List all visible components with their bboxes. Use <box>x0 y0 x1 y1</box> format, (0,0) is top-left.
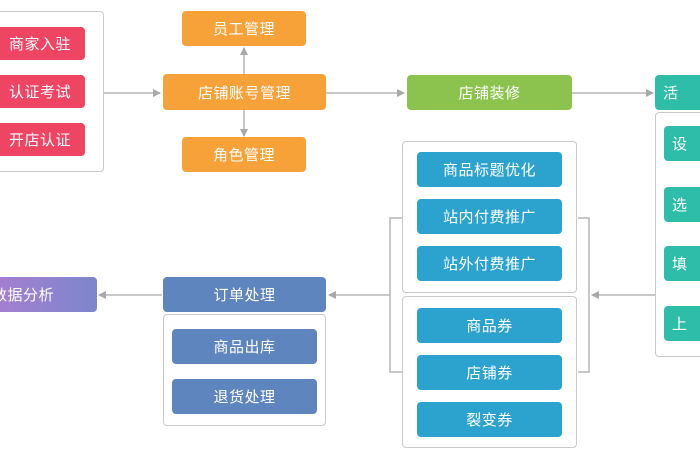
order-processing-label: 订单处理 <box>213 286 276 304</box>
activity-item-2-label: 选 <box>672 196 688 214</box>
promotion-item-offsite-ads: 站外付费推广 <box>417 246 562 281</box>
staff-management-node: 员工管理 <box>182 11 306 46</box>
activity-header-node: 活 <box>655 75 700 110</box>
store-decoration-label: 店铺装修 <box>458 84 521 102</box>
coupon-item-product-label: 商品券 <box>466 317 513 335</box>
promotion-item-title-optimization-label: 商品标题优化 <box>442 161 536 179</box>
activity-item-1-label: 设 <box>672 135 688 153</box>
order-step-outbound-label: 商品出库 <box>213 338 276 356</box>
staff-management-label: 员工管理 <box>212 20 275 38</box>
merchant-step-exam: 认证考试 <box>0 75 85 108</box>
coupon-item-store: 店铺券 <box>417 355 562 390</box>
activity-item-4-label: 上 <box>672 315 688 333</box>
merchant-step-join: 商家入驻 <box>0 27 85 60</box>
activity-item-3: 填 <box>664 246 700 281</box>
coupon-item-fission: 裂变券 <box>417 402 562 437</box>
merchant-step-certify-label: 开店认证 <box>8 131 71 149</box>
role-management-node: 角色管理 <box>182 137 306 172</box>
order-step-returns: 退货处理 <box>172 379 317 414</box>
data-analysis-node: 数据分析 <box>0 277 97 312</box>
coupon-item-store-label: 店铺券 <box>466 364 513 382</box>
role-management-label: 角色管理 <box>212 146 275 164</box>
activity-item-3-label: 填 <box>672 255 688 273</box>
promotion-item-onsite-ads: 站内付费推广 <box>417 199 562 234</box>
promotion-item-onsite-ads-label: 站内付费推广 <box>442 208 536 226</box>
merchant-step-exam-label: 认证考试 <box>8 83 71 101</box>
merchant-step-join-label: 商家入驻 <box>8 35 71 53</box>
coupon-item-product: 商品券 <box>417 308 562 343</box>
activity-item-4: 上 <box>664 306 700 341</box>
promotion-item-offsite-ads-label: 站外付费推广 <box>442 255 536 273</box>
account-management-label: 店铺账号管理 <box>197 83 291 102</box>
bracket-right <box>578 217 590 373</box>
order-processing-node: 订单处理 <box>163 277 326 312</box>
account-management-node: 店铺账号管理 <box>163 74 326 110</box>
promotion-item-title-optimization: 商品标题优化 <box>417 152 562 187</box>
activity-item-2: 选 <box>664 187 700 222</box>
order-step-returns-label: 退货处理 <box>213 388 276 406</box>
data-analysis-label: 数据分析 <box>0 286 55 304</box>
activity-header-label: 活 <box>663 84 679 102</box>
activity-item-1: 设 <box>664 126 700 161</box>
store-decoration-node: 店铺装修 <box>407 75 572 110</box>
merchant-step-certify: 开店认证 <box>0 123 85 156</box>
coupon-item-fission-label: 裂变券 <box>466 411 513 429</box>
bracket-left <box>389 217 402 373</box>
order-step-outbound: 商品出库 <box>172 329 317 364</box>
